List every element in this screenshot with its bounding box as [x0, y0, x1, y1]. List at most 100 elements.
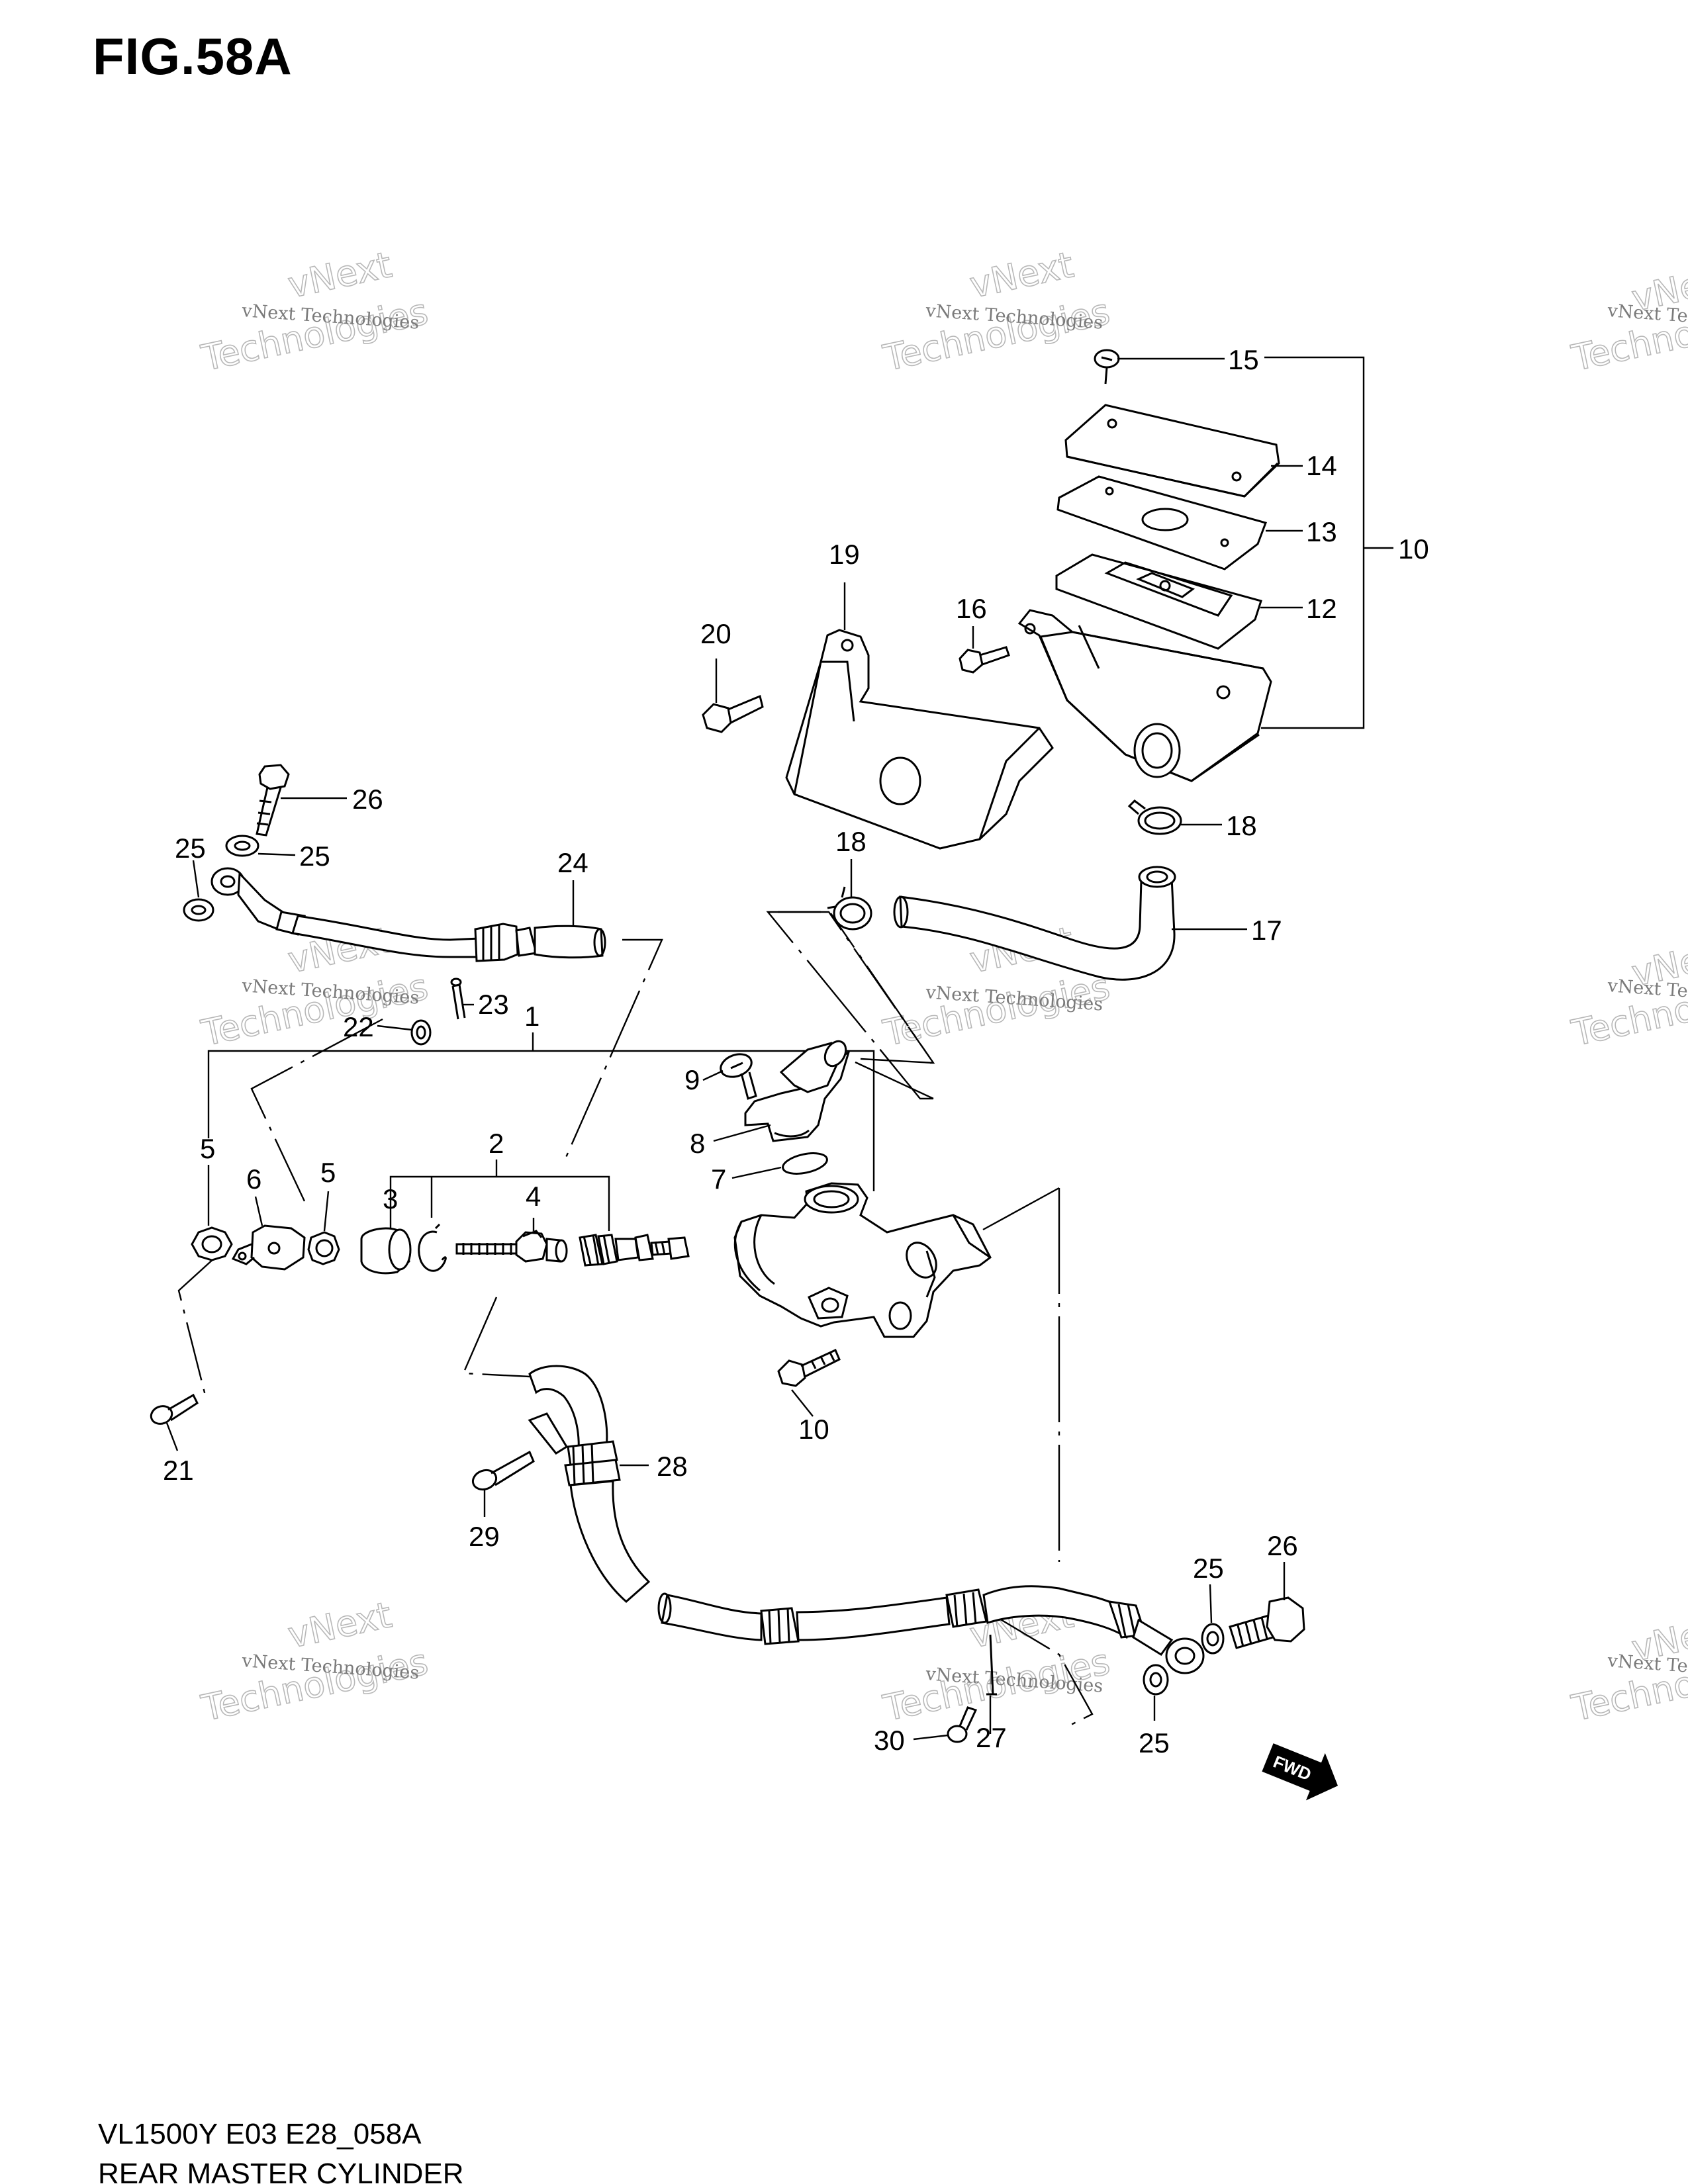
- callout-27: 27: [976, 1722, 1007, 1753]
- part-13-diaphragm-plate: [1056, 475, 1267, 570]
- part-3-circlip: [418, 1223, 447, 1272]
- figure-title: FIG.58A: [93, 27, 293, 85]
- leader-21: [165, 1422, 179, 1451]
- part-1-master-cylinder-body: [733, 1182, 992, 1338]
- bracket-1: [207, 1032, 875, 1191]
- callout-20: 20: [700, 618, 731, 649]
- watermark-bottom-left: vNext Technologies vNext Technologies: [197, 1593, 432, 1729]
- leader-7: [731, 1166, 782, 1179]
- callout-5-right: 5: [320, 1157, 336, 1188]
- part-25-washer-lower-bottom: [1143, 1664, 1169, 1696]
- callout-26-upper: 26: [352, 784, 383, 815]
- callout-8: 8: [690, 1128, 705, 1159]
- callout-12: 12: [1306, 593, 1337, 624]
- part-6-clevis-joint: [231, 1224, 306, 1271]
- part-18-clamp-upper: [1127, 799, 1182, 835]
- model-code: VL1500Y E03 E28_058A: [98, 2118, 422, 2150]
- section-name: REAR MASTER CYLINDER: [98, 2158, 464, 2184]
- callout-14: 14: [1306, 450, 1337, 481]
- callout-25-upper-right: 25: [299, 841, 330, 872]
- part-4-push-rod: [455, 1230, 568, 1263]
- watermark-top-left: vNext Technologies vNext Technologies: [197, 243, 432, 379]
- bracket-2: [389, 1160, 610, 1236]
- callout-6: 6: [246, 1163, 261, 1195]
- callout-16: 16: [956, 593, 987, 624]
- leader-6: [254, 1196, 263, 1226]
- part-20-bolt: [702, 694, 764, 733]
- connection-line-hose-to-cylinder: [561, 938, 663, 1165]
- callout-30: 30: [874, 1725, 905, 1756]
- bracket-11: [1261, 356, 1393, 729]
- part-23-cotter-pin: [450, 978, 466, 1020]
- part-26-banjo-bolt-lower: [1229, 1596, 1305, 1649]
- part-28-brake-hose-lower: [528, 1365, 1205, 1674]
- leader-25a: [258, 852, 296, 856]
- watermark-middle-right: vNext Technologies vNext Technologies: [1568, 931, 1688, 1054]
- part-17-reservoir-hose: [893, 866, 1176, 981]
- watermark-big-bottom: Technologies: [198, 1641, 432, 1729]
- part-19-reservoir-bracket: [785, 629, 1054, 850]
- watermark-big-bottom: Technologies: [198, 966, 432, 1054]
- callout-1: 1: [524, 1001, 539, 1032]
- part-18-clamp-lower: [827, 886, 872, 931]
- leader-30: [913, 1734, 949, 1741]
- watermark-big-top: vNext: [285, 244, 395, 306]
- callout-28: 28: [657, 1451, 688, 1482]
- forward-arrow-icon: [1262, 1743, 1338, 1801]
- part-30-bolt: [947, 1706, 978, 1743]
- callout-19: 19: [829, 539, 860, 570]
- callout-5-left: 5: [200, 1133, 215, 1164]
- connection-line-banjo-27: [992, 1614, 1094, 1729]
- callout-18-upper: 18: [1226, 810, 1257, 841]
- watermark-big-bottom: Technologies: [198, 291, 432, 379]
- callout-26-lower: 26: [1267, 1530, 1298, 1561]
- part-7-o-ring: [782, 1152, 828, 1175]
- watermark-top-right: vNext Technologies vNext Technologies: [1568, 256, 1688, 379]
- part-24-brake-hose-upper: [211, 867, 606, 962]
- watermark-top-center: vNext Technologies vNext Technologies: [879, 243, 1114, 379]
- part-25-washer-upper-b: [183, 898, 214, 922]
- fwd-direction-badge: FWD: [1262, 1743, 1338, 1801]
- callout-4: 4: [526, 1181, 541, 1212]
- part-5-nut-right: [307, 1231, 340, 1265]
- callout-23: 23: [478, 989, 509, 1020]
- part-22-circlip: [410, 1019, 432, 1046]
- callout-17: 17: [1251, 915, 1282, 946]
- part-21-clevis-pin: [150, 1393, 199, 1425]
- callout-25-lower-top: 25: [1193, 1553, 1224, 1584]
- callout-18-lower: 18: [835, 826, 867, 857]
- callout-15: 15: [1228, 344, 1259, 375]
- watermark-bottom-right: vNext Technologies vNext Technologies: [1568, 1606, 1688, 1729]
- callout-21: 21: [163, 1455, 194, 1486]
- callout-9: 9: [684, 1064, 700, 1095]
- watermark-big-bottom: Technologies: [880, 291, 1113, 379]
- connection-line-reservoir-hose: [766, 911, 934, 1100]
- callout-25-lower-bottom: 25: [1139, 1727, 1170, 1758]
- part-29-bolt: [471, 1450, 535, 1491]
- part-25-washer-upper-a: [225, 835, 259, 857]
- part-15-screw: [1094, 349, 1120, 385]
- part-3-boot: [360, 1227, 412, 1275]
- part-26-banjo-bolt-upper: [256, 764, 290, 837]
- part-25-washer-lower-right: [1201, 1623, 1225, 1655]
- callout-10: 10: [798, 1414, 829, 1445]
- part-16-bolt: [959, 646, 1010, 674]
- leader-25b: [192, 860, 200, 898]
- leader-25c: [1209, 1584, 1213, 1623]
- callout-13: 13: [1306, 516, 1337, 547]
- leader-9: [702, 1069, 724, 1081]
- callout-24: 24: [557, 847, 588, 878]
- callout-3: 3: [383, 1183, 398, 1214]
- connection-line-joint-6: [250, 1018, 383, 1202]
- leader-22: [377, 1024, 412, 1031]
- leader-8: [713, 1124, 771, 1142]
- part-14-reservoir-cap: [1064, 404, 1280, 498]
- part-11-reservoir-body: [1017, 609, 1272, 782]
- callout-29: 29: [469, 1521, 500, 1552]
- connection-line-bolt-21: [177, 1257, 216, 1396]
- leader-10: [791, 1389, 814, 1417]
- part-27-brake-hose-bracket: [986, 1634, 997, 1696]
- part-9-screw: [720, 1053, 757, 1100]
